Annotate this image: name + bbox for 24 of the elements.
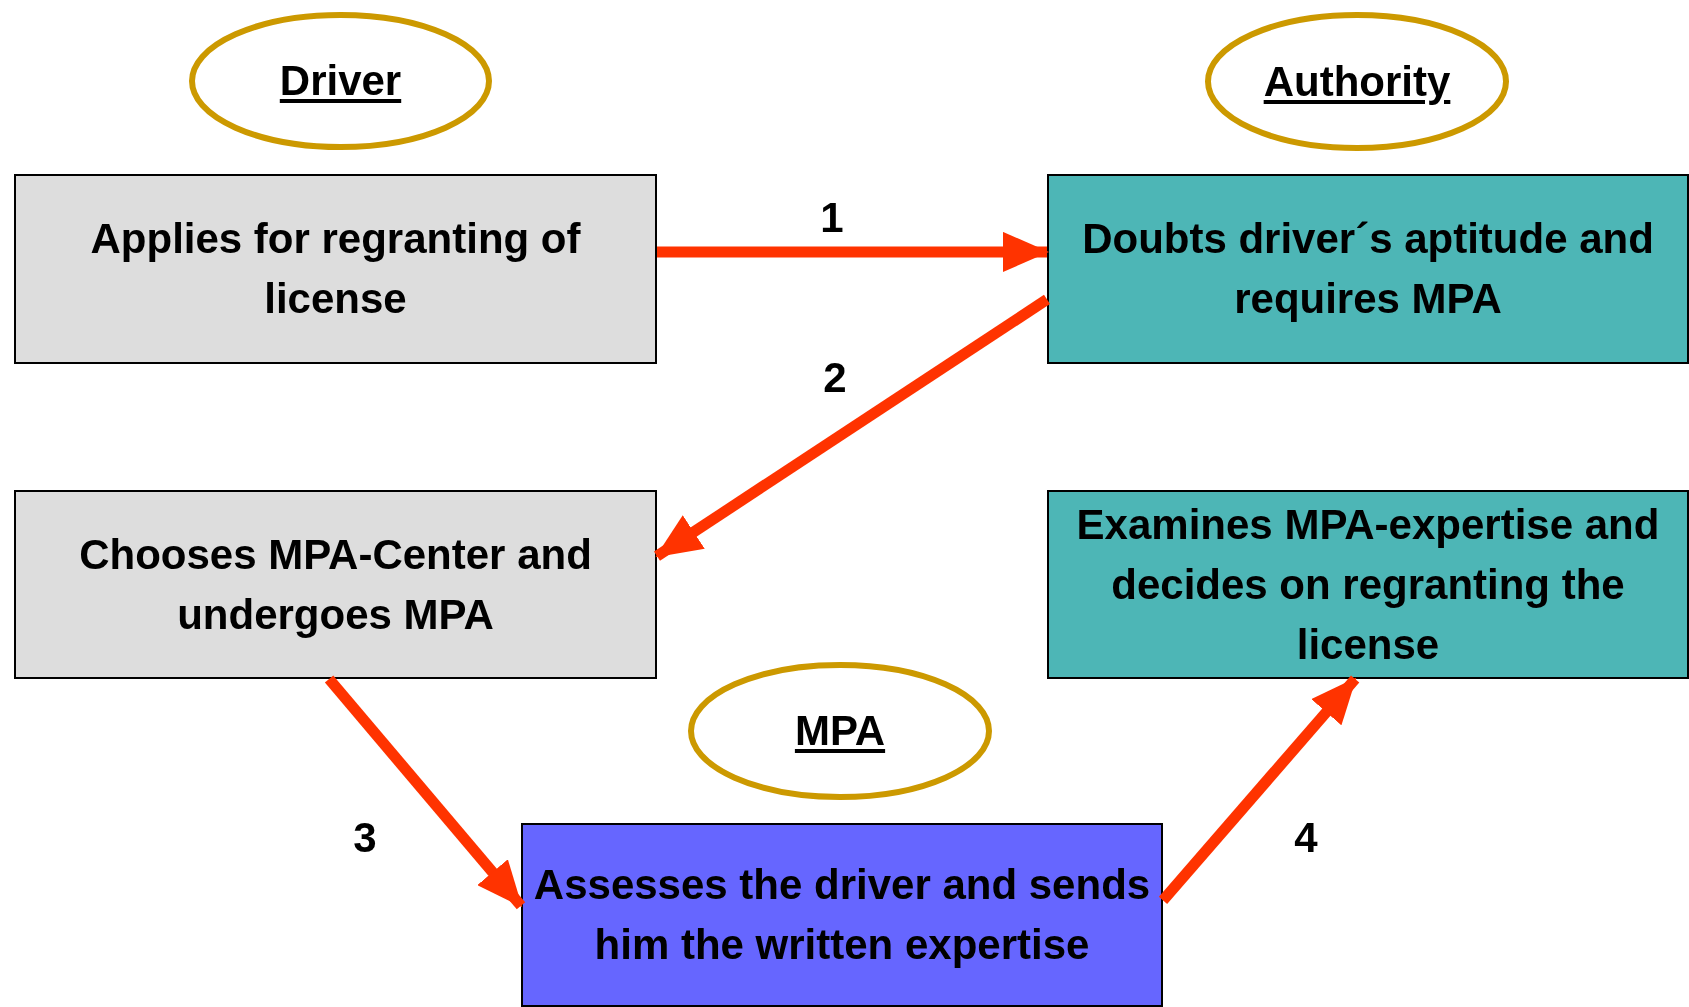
arrow	[654, 294, 1050, 561]
arrow	[324, 675, 526, 910]
role-ellipse	[687, 661, 993, 801]
process-box	[14, 490, 657, 679]
step-text: Assesses the driver and sends him the written expertise	[532, 860, 1152, 970]
process-box	[1047, 174, 1689, 364]
role-ellipse	[1204, 11, 1510, 152]
edge-label: 4	[1294, 814, 1318, 862]
edge-label: 2	[823, 354, 847, 402]
step-text: Doubts driver´s aptitude and requires MPA	[1081, 214, 1655, 324]
step-text: Examines MPA-expertise and decides on regranting the license	[1075, 499, 1661, 670]
step-text: Applies for regranting of license	[89, 214, 582, 324]
process-box	[1047, 490, 1689, 679]
step-text: Chooses MPA-Center and undergoes MPA	[78, 529, 593, 640]
arrow	[1158, 675, 1360, 904]
arrow	[657, 231, 1049, 272]
role-ellipse	[188, 11, 493, 151]
process-box	[521, 823, 1163, 1007]
edge-label: 1	[820, 194, 844, 242]
edge-label: 3	[353, 814, 377, 862]
process-box	[14, 174, 657, 364]
role-label: Driver	[279, 56, 402, 106]
role-label: MPA	[794, 706, 886, 756]
role-label: Authority	[1263, 56, 1451, 107]
